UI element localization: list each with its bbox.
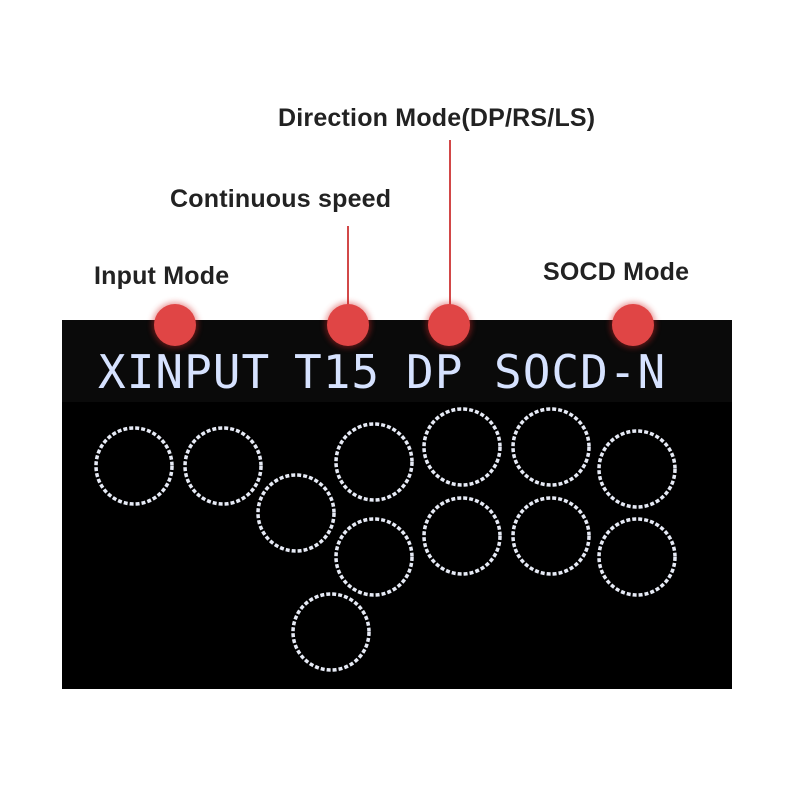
leader-line-continuous-speed [347, 226, 349, 324]
marker-dot-continuous-speed [327, 304, 369, 346]
button-circle-bottom-1 [422, 496, 502, 576]
leader-line-direction-mode [449, 140, 451, 324]
callout-direction-mode: Direction Mode(DP/RS/LS) [278, 104, 596, 132]
button-circle-top-2 [511, 407, 591, 487]
callout-continuous-speed: Continuous speed [170, 185, 392, 213]
button-circle-left-1 [94, 426, 174, 506]
marker-dot-socd-mode [612, 304, 654, 346]
button-circle-left-2 [183, 426, 263, 506]
marker-dot-input-mode [154, 304, 196, 346]
button-circle-top-1 [422, 407, 502, 487]
button-circle-bottom-2 [511, 496, 591, 576]
button-circle-left-3 [256, 473, 336, 553]
status-direction-mode: DP [406, 345, 464, 399]
status-socd-mode: SOCD-N [494, 345, 667, 399]
marker-dot-direction-mode [428, 304, 470, 346]
button-circle-thumb [291, 592, 371, 672]
button-circle-up-lower [334, 517, 414, 597]
button-circle-top-3 [597, 429, 677, 509]
button-circle-bottom-3 [597, 517, 677, 597]
status-input-mode: XINPUT [98, 345, 271, 399]
status-continuous-speed: T15 [294, 345, 381, 399]
callout-input-mode: Input Mode [94, 262, 230, 290]
callout-socd-mode: SOCD Mode [543, 258, 690, 286]
button-circle-up-upper [334, 422, 414, 502]
